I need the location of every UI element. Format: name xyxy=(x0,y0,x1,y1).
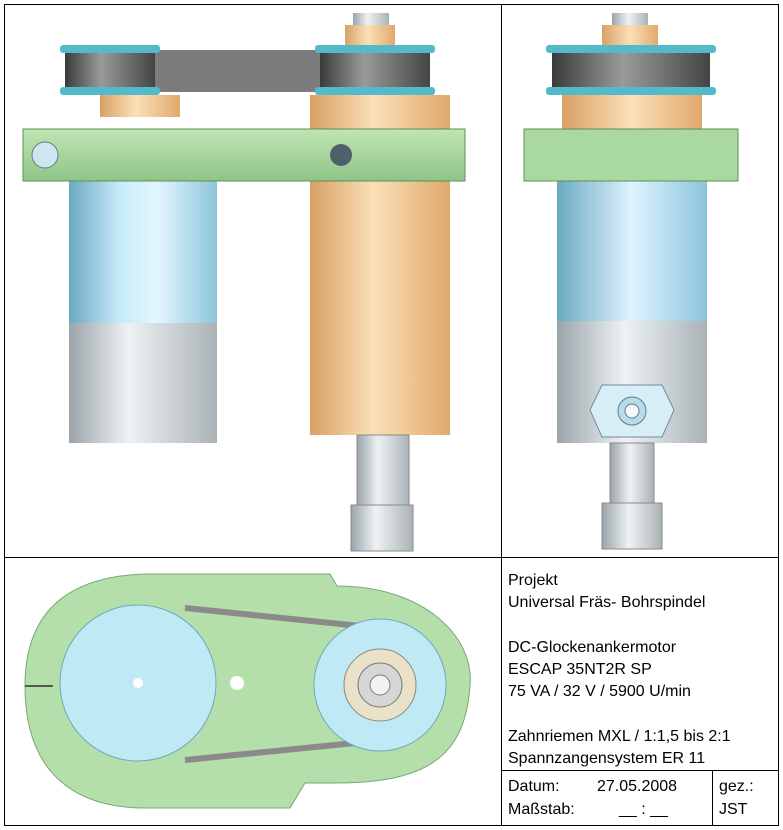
left-pulley xyxy=(60,45,160,95)
date-scale-block: Datum: 27.05.2008 Maßstab: __ : __ xyxy=(501,770,713,826)
collet xyxy=(350,434,414,552)
front-view-drawing xyxy=(22,13,466,552)
bracket-screw-left xyxy=(31,141,59,169)
scale-label: Maßstab: xyxy=(508,801,575,818)
top-view-drawing xyxy=(24,573,471,812)
top-view-panel xyxy=(4,557,502,826)
front-view-panel xyxy=(4,4,502,558)
scale-value: __ : __ xyxy=(619,801,668,818)
drawn-value: JST xyxy=(719,801,748,818)
side-pulley xyxy=(546,45,716,95)
top-belt-upper xyxy=(184,605,361,629)
project-label: Projekt xyxy=(508,572,558,589)
info-block: Projekt Universal Fräs- Bohrspindel DC-G… xyxy=(501,557,779,771)
top-belt-lower xyxy=(184,740,356,763)
motor-line-3: 75 VA / 32 V / 5900 U/min xyxy=(508,683,691,700)
date-label: Datum: xyxy=(508,778,560,795)
left-hub xyxy=(100,95,180,117)
side-bracket xyxy=(523,128,739,182)
side-view-drawing xyxy=(523,13,739,550)
mounting-bracket xyxy=(22,128,466,182)
side-view-panel xyxy=(501,4,779,558)
bracket-screw-right xyxy=(330,144,352,166)
drawn-label: gez.: xyxy=(719,778,754,795)
right-pulley xyxy=(315,13,435,95)
motor-endcap xyxy=(69,323,217,443)
drawn-by-block: gez.: JST xyxy=(712,770,779,826)
motor-line-2: ESCAP 35NT2R SP xyxy=(508,661,652,678)
side-collet xyxy=(609,442,655,504)
belt-line: Zahnriemen MXL / 1:1,5 bis 2:1 xyxy=(508,728,731,745)
project-name: Universal Fräs- Bohrspindel xyxy=(508,594,706,611)
collet-line: Spannzangensystem ER 11 xyxy=(508,750,706,767)
date-value: 27.05.2008 xyxy=(597,778,678,795)
motor-line-1: DC-Glockenankermotor xyxy=(508,639,677,656)
side-motor-body xyxy=(557,181,707,321)
